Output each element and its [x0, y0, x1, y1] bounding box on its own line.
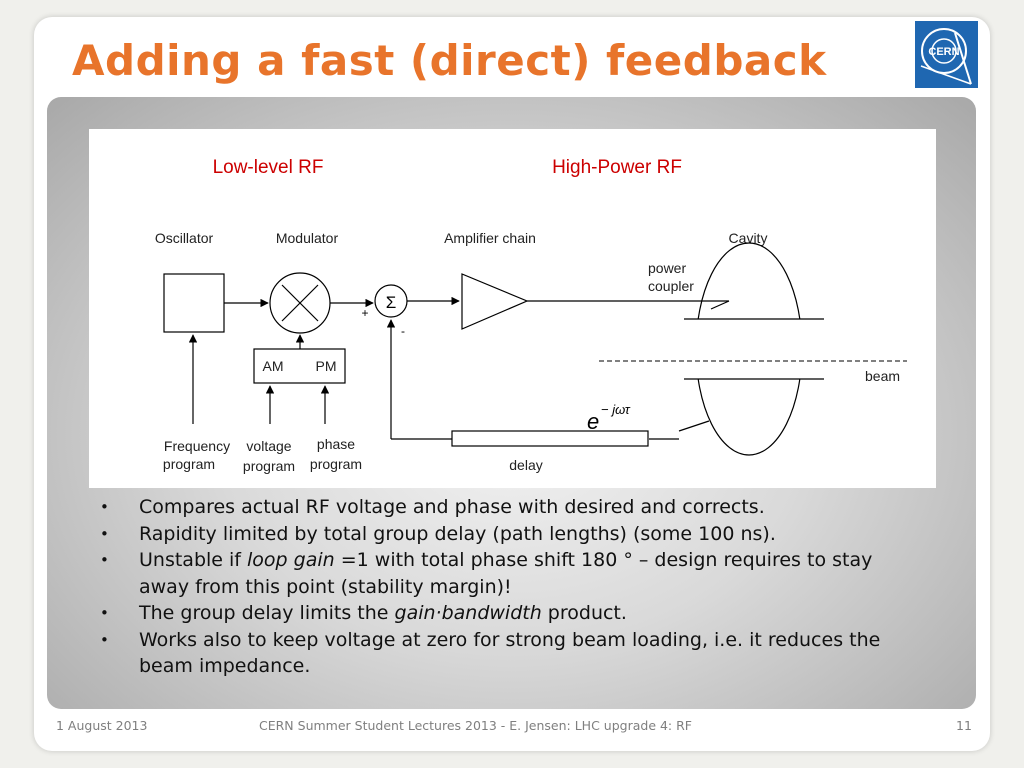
bullet-text: Rapidity limited by total group delay (p… — [139, 522, 776, 545]
bullet-dot: • — [100, 524, 109, 543]
bullet-dot: • — [100, 551, 109, 569]
amplifier-chain-label: Amplifier chain — [444, 230, 536, 246]
bullet-text: gain·bandwidth — [394, 602, 542, 624]
pm-label: PM — [316, 358, 337, 374]
bullet-text: Works also to keep voltage at zero for s… — [139, 628, 881, 678]
modulator-label: Modulator — [276, 230, 339, 246]
delay-label: delay — [509, 457, 542, 473]
bullet-text: The group delay limits the — [139, 602, 395, 624]
power-coupler-label-2: coupler — [648, 278, 694, 294]
frequency-program-label-1: Frequency — [164, 438, 230, 454]
sigma-symbol: Σ — [386, 293, 397, 312]
bullet-dot: • — [100, 604, 109, 622]
amplifier-triangle — [461, 273, 529, 330]
oscillator-label: Oscillator — [155, 230, 214, 246]
bullet-item: • The group delay limits the gain·bandwid… — [98, 600, 928, 627]
footer-center: CERN Summer Student Lectures 2013 - E. J… — [259, 718, 692, 733]
low-level-rf-label: Low-level RF — [213, 157, 324, 178]
plus-sign: + — [361, 306, 368, 320]
bullet-dot: • — [100, 498, 109, 516]
minus-sign: - — [401, 324, 405, 338]
bullet-item: • Compares actual RF voltage and phase wi… — [98, 494, 928, 521]
bullet-item: • Unstable if loop gain =1 with total pha… — [98, 547, 928, 600]
beam-label: beam — [865, 368, 900, 384]
bullet-text: Unstable if — [139, 549, 248, 571]
power-coupler-label-1: power — [648, 260, 686, 276]
phase-program-label-2: program — [310, 456, 362, 472]
oscillator-block — [163, 273, 225, 333]
transfer-function-base: e — [587, 409, 599, 434]
bullet-item: • Rapidity limited by total group delay (… — [98, 521, 928, 548]
footer-date: 1 August 2013 — [56, 718, 148, 733]
am-label: AM — [263, 358, 284, 374]
cavity-label: Cavity — [729, 230, 768, 246]
cern-logo: CERN — [915, 21, 978, 88]
transfer-function-exponent: − jωτ — [601, 402, 631, 417]
bullet-text: Compares actual RF voltage and phase wit… — [139, 496, 765, 518]
footer-page-number: 11 — [956, 718, 972, 733]
delay-line — [451, 430, 649, 447]
bullet-item: • Works also to keep voltage at zero for … — [98, 627, 928, 680]
frequency-program-label-2: program — [163, 456, 215, 472]
bullet-text: =1 with total phase shift 180 ° – design… — [139, 549, 873, 598]
slide-title: Adding a fast (direct) feedback — [72, 36, 827, 85]
cern-logo-text: CERN — [928, 46, 959, 58]
high-power-rf-label: High-Power RF — [552, 157, 682, 178]
bullet-dot: • — [100, 630, 109, 649]
bullet-text: product. — [541, 602, 627, 624]
phase-program-label-1: phase — [317, 436, 355, 452]
bullet-text: loop gain — [247, 549, 335, 571]
voltage-program-label-1: voltage — [246, 438, 291, 454]
voltage-program-label-2: program — [243, 458, 295, 474]
rf-feedback-diagram: Low-level RF High-Power RF Oscillator Mo… — [89, 129, 936, 488]
bullet-list: • Compares actual RF voltage and phase wi… — [98, 494, 928, 680]
